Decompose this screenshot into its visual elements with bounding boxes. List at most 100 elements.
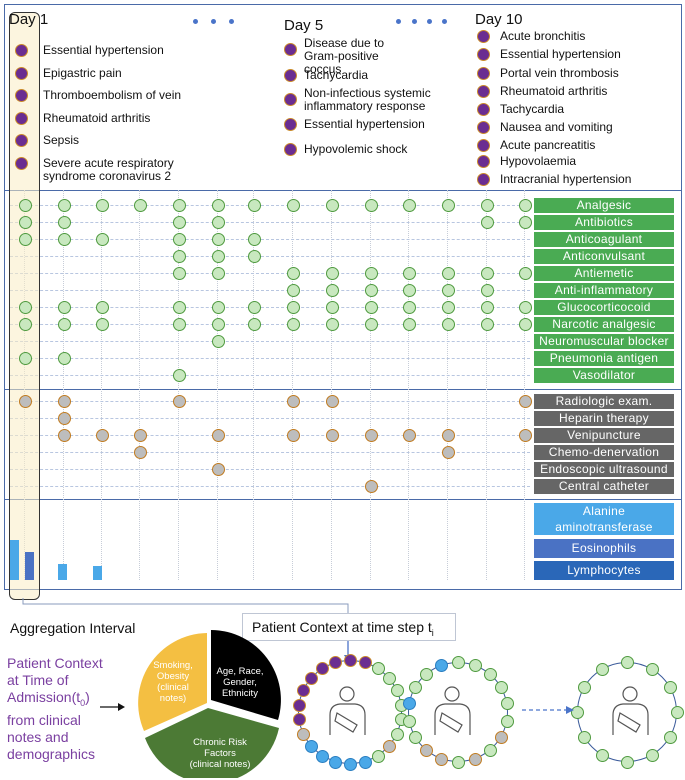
patient-context-step-label: Patient Context at time step ti: [252, 619, 434, 638]
ellipsis-dot: [412, 19, 417, 24]
medication-marker: [287, 301, 300, 314]
procedure-marker: [58, 395, 71, 408]
row-guide-line: [10, 205, 530, 206]
context-event-marker: [402, 697, 416, 711]
medication-marker: [287, 267, 300, 280]
medication-marker: [19, 199, 32, 212]
medication-marker: [212, 267, 225, 280]
context-event-marker: [495, 731, 509, 744]
medication-marker: [58, 352, 71, 365]
medication-marker: [481, 284, 494, 297]
medication-marker: [326, 284, 339, 297]
condition-marker: [477, 48, 490, 61]
medication-marker: [403, 199, 416, 212]
procedure-marker: [287, 429, 300, 442]
medication-marker: [326, 318, 339, 331]
medication-marker: [96, 199, 109, 212]
procedure-marker: [365, 429, 378, 442]
medication-marker: [403, 284, 416, 297]
patient-context-step-box: [242, 613, 456, 641]
medication-marker: [58, 199, 71, 212]
ellipsis-dot: [229, 19, 234, 24]
condition-item: Intracranial hypertension: [500, 172, 632, 186]
context-event-marker: [304, 671, 318, 685]
medication-marker: [212, 250, 225, 263]
medication-marker: [365, 267, 378, 280]
condition-item: Epigastric pain: [43, 66, 122, 80]
medication-marker: [248, 318, 261, 331]
medication-marker: [173, 233, 186, 246]
admission-text-b: ) from clinical notes and demographics: [7, 689, 95, 762]
medication-marker: [19, 301, 32, 314]
admission-context-label: Patient Context at Time of Admission(t0)…: [7, 655, 115, 763]
med-label-antibiotics: Antibiotics: [534, 215, 674, 230]
context-event-marker: [402, 714, 416, 728]
medication-marker: [58, 216, 71, 229]
condition-item: Acute pancreatitis: [500, 138, 596, 152]
medication-marker: [481, 301, 494, 314]
context-event-marker: [484, 667, 498, 681]
condition-item: Essential hypertension: [500, 47, 621, 61]
proc-label-heparin-therapy: Heparin therapy: [534, 411, 674, 426]
condition-item: Hypovolaemia: [500, 154, 577, 168]
medication-marker: [96, 318, 109, 331]
grid-column-line: [63, 190, 64, 580]
medication-marker: [519, 199, 532, 212]
condition-marker: [477, 30, 490, 43]
patient-icon: [434, 686, 471, 735]
medication-marker: [212, 216, 225, 229]
context-event-marker: [452, 756, 465, 769]
context-event-marker: [358, 656, 372, 670]
row-guide-line: [10, 418, 530, 419]
context-event-marker: [408, 731, 422, 744]
context-event-marker: [358, 755, 372, 769]
medication-marker: [287, 284, 300, 297]
med-label-neuromuscular-blocker: Neuromuscular blocker: [534, 334, 674, 349]
context-event-marker: [469, 659, 483, 672]
admission-text-a: Patient Context at Time of Admission(t: [7, 655, 103, 705]
medication-marker: [519, 301, 532, 314]
ellipsis-dot: [211, 19, 216, 24]
grid-column-line: [139, 190, 140, 580]
procedure-marker: [442, 429, 455, 442]
procedure-marker: [326, 395, 339, 408]
lab-label-eosinophils: Eosinophils: [534, 539, 674, 558]
med-label-pneumonia-antigen: Pneumonia antigen: [534, 351, 674, 366]
grid-column-line: [408, 190, 409, 580]
context-event-marker: [304, 740, 318, 754]
condition-item: Tachycardia: [500, 102, 565, 116]
med-label-narcotic-analgesic: Narcotic analgesic: [534, 317, 674, 332]
medication-marker: [519, 318, 532, 331]
condition-marker: [477, 103, 490, 116]
condition-item: Thromboembolism of vein: [43, 88, 182, 102]
ellipsis-dot: [442, 19, 447, 24]
procedure-marker: [365, 480, 378, 493]
condition-marker: [477, 67, 490, 80]
condition-marker: [15, 134, 28, 147]
context-event-marker: [391, 684, 405, 698]
medication-marker: [287, 318, 300, 331]
lab-bar-alanine: [93, 566, 102, 580]
proc-label-endoscopic-ultrasound: Endoscopic ultrasound: [534, 462, 674, 477]
medication-marker: [212, 318, 225, 331]
condition-marker: [284, 118, 297, 131]
condition-item: Rheumatoid arthritis: [43, 111, 151, 125]
grid-column-line: [253, 190, 254, 580]
context-event-marker: [621, 656, 634, 669]
context-event-marker: [296, 727, 310, 741]
condition-marker: [15, 89, 28, 102]
row-guide-line: [10, 222, 530, 223]
context-event-marker: [501, 697, 515, 711]
condition-item: Rheumatoid arthritis: [500, 84, 608, 98]
grid-column-line: [101, 190, 102, 580]
condition-marker: [284, 69, 297, 82]
pie-slice-smoking: [138, 633, 207, 731]
medication-marker: [173, 199, 186, 212]
condition-item: Non-infectious systemic inflammatory res…: [304, 86, 431, 113]
grid-column-line: [370, 190, 371, 580]
context-event-marker: [495, 681, 509, 694]
context-event-marker: [596, 662, 609, 676]
context-event-marker: [501, 714, 515, 728]
condition-marker: [15, 44, 28, 57]
